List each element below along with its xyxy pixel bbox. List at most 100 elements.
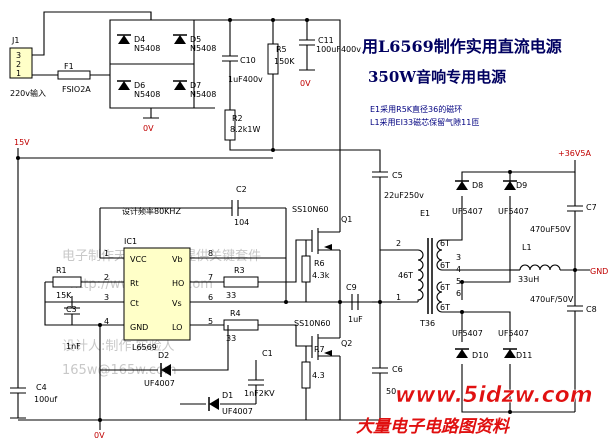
svg-text:R3: R3 — [234, 266, 245, 275]
connector-j1: J1 3 2 1 220v输入 — [9, 36, 46, 98]
svg-text:6T: 6T — [440, 261, 450, 270]
capacitor-c4: C4 100uf — [10, 383, 57, 419]
svg-text:Vb: Vb — [172, 255, 183, 264]
svg-text:UF5407: UF5407 — [452, 329, 483, 338]
svg-text:104: 104 — [234, 218, 249, 227]
output-rail-label: +36V5A — [558, 149, 591, 158]
svg-text:UF5407: UF5407 — [498, 329, 529, 338]
ac-input-label: 220v输入 — [10, 88, 46, 98]
svg-text:N5408: N5408 — [190, 44, 216, 53]
diode-d1: D1 UF4007 — [180, 391, 256, 416]
svg-text:D10: D10 — [472, 351, 488, 360]
svg-text:470uF50V: 470uF50V — [530, 225, 571, 234]
resistor-r6: R6 4.3k — [301, 240, 330, 302]
resistor-r5: R5 150K — [267, 20, 295, 150]
svg-text:UF4007: UF4007 — [144, 379, 175, 388]
svg-text:Q1: Q1 — [341, 215, 352, 224]
capacitor-c1: C1 1nF2KV — [244, 349, 275, 404]
watermark-line-3: 设计人:制作 实验人 — [62, 338, 175, 354]
svg-text:Vs: Vs — [172, 299, 182, 308]
svg-text:8.2k1W: 8.2k1W — [230, 125, 260, 134]
svg-text:R6: R6 — [314, 259, 325, 268]
svg-text:VCC: VCC — [130, 255, 147, 264]
svg-text:C4: C4 — [36, 383, 47, 392]
capacitor-c5: C5 22uF250v — [372, 171, 424, 302]
svg-text:GND: GND — [130, 323, 148, 332]
svg-text:6T: 6T — [440, 303, 450, 312]
svg-text:LO: LO — [172, 323, 182, 332]
svg-text:UF5407: UF5407 — [452, 207, 483, 216]
svg-text:D7: D7 — [190, 81, 201, 90]
svg-text:33uH: 33uH — [518, 275, 539, 284]
svg-text:8: 8 — [208, 249, 213, 258]
svg-text:T36: T36 — [419, 319, 435, 328]
svg-text:J1: J1 — [11, 36, 19, 45]
svg-text:R4: R4 — [230, 309, 241, 318]
rectifier-d8: D8 UF5407 — [452, 180, 483, 216]
svg-text:E1: E1 — [420, 209, 430, 218]
svg-text:N5408: N5408 — [134, 90, 160, 99]
svg-text:0V: 0V — [94, 431, 105, 440]
svg-text:7: 7 — [208, 273, 213, 282]
svg-text:Q2: Q2 — [341, 339, 352, 348]
svg-text:0V: 0V — [300, 79, 311, 88]
svg-text:C3: C3 — [66, 305, 77, 314]
svg-text:1uF400v: 1uF400v — [228, 75, 263, 84]
svg-text:1: 1 — [104, 249, 109, 258]
mosfet-q1: SS10N60 Q1 — [292, 205, 352, 254]
svg-text:N5408: N5408 — [190, 90, 216, 99]
svg-text:D8: D8 — [472, 181, 483, 190]
svg-text:2: 2 — [396, 239, 401, 248]
svg-text:46T: 46T — [398, 271, 413, 280]
fuse-f1: F1 FSIO2A — [57, 62, 91, 94]
svg-text:D2: D2 — [158, 351, 169, 360]
svg-text:C8: C8 — [586, 305, 597, 314]
capacitor-c10: C10 1uF400v — [222, 20, 263, 96]
svg-text:R2: R2 — [232, 114, 243, 123]
svg-text:4.3: 4.3 — [312, 371, 325, 380]
svg-text:UF4007: UF4007 — [222, 407, 253, 416]
svg-text:Ct: Ct — [130, 299, 139, 308]
svg-text:C11: C11 — [318, 36, 334, 45]
diode-d2: D2 UF4007 — [100, 325, 229, 388]
inductor-l1: L1 33uH — [510, 243, 590, 284]
svg-text:33: 33 — [226, 334, 236, 343]
svg-text:C10: C10 — [240, 56, 256, 65]
svg-text:D9: D9 — [516, 181, 527, 190]
svg-text:100uf: 100uf — [34, 395, 57, 404]
svg-text:4.3k: 4.3k — [312, 271, 330, 280]
svg-text:UF5407: UF5407 — [498, 207, 529, 216]
svg-text:6: 6 — [208, 293, 213, 302]
capacitor-c9: C9 1uF — [340, 283, 372, 324]
svg-text:N5408: N5408 — [134, 44, 160, 53]
capacitor-c6: C6 50 — [340, 302, 403, 421]
svg-text:C1: C1 — [262, 349, 273, 358]
svg-text:4: 4 — [104, 317, 109, 326]
svg-text:C6: C6 — [392, 365, 403, 374]
svg-text:C9: C9 — [346, 283, 357, 292]
svg-text:5: 5 — [456, 277, 461, 286]
mosfet-q2: SS10N60 Q2 — [294, 319, 352, 360]
svg-text:6T: 6T — [440, 239, 450, 248]
site-url: www.5idzw.com — [395, 383, 593, 408]
svg-text:SS10N60: SS10N60 — [292, 205, 329, 214]
svg-text:C7: C7 — [586, 203, 597, 212]
svg-text:1uF: 1uF — [348, 315, 363, 324]
rail-15v-label: 15V — [14, 138, 30, 147]
svg-text:3: 3 — [456, 253, 461, 262]
svg-text:3: 3 — [104, 293, 109, 302]
transformer-e1: E1 2 1 46T 6T 6T 6T 6T 3 4 5 6 T36 — [380, 209, 461, 328]
svg-text:D6: D6 — [134, 81, 145, 90]
svg-text:100uF400v: 100uF400v — [316, 45, 361, 54]
svg-text:3: 3 — [16, 51, 21, 60]
resistor-r1: R1 15K — [44, 266, 100, 326]
resistor-r3: R3 33 — [223, 239, 312, 300]
svg-text:SS10N60: SS10N60 — [294, 319, 331, 328]
svg-text:6: 6 — [456, 289, 461, 298]
svg-text:1: 1 — [16, 69, 21, 78]
svg-text:1: 1 — [396, 293, 401, 302]
svg-text:R7: R7 — [314, 345, 325, 354]
svg-text:L6569: L6569 — [132, 343, 157, 352]
title-line-2: 350W音响专用电源 — [368, 68, 506, 86]
